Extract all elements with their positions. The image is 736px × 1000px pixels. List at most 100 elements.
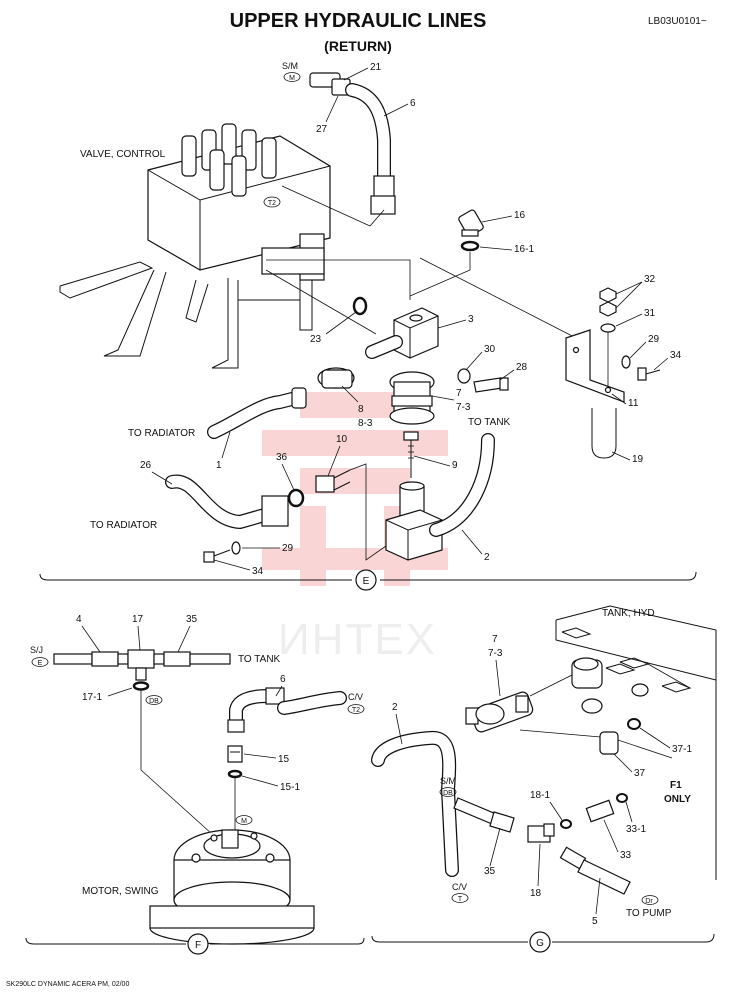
section-g-badge-text: G: [536, 938, 544, 949]
part-30-nut: [457, 368, 471, 384]
callout: 28: [516, 362, 528, 373]
section-f-badge: [187, 933, 209, 955]
part-19-ubolt: [591, 408, 617, 459]
callout: 32: [644, 274, 656, 285]
hose-2-lower: [371, 731, 459, 877]
part-23-oring: [352, 296, 368, 316]
callout: 1: [216, 460, 222, 471]
part-37-plug: [599, 731, 619, 755]
ref-dr-badge: [641, 895, 659, 905]
ref-dr-label: Dr: [645, 898, 653, 905]
callout: 34: [252, 566, 264, 577]
callout: 21: [370, 62, 382, 73]
callout: 8: [358, 404, 364, 415]
callout: 10: [336, 434, 348, 445]
ref-db-text: DB: [149, 698, 159, 705]
ref-t-text: T: [458, 896, 463, 903]
section-g-divider: [371, 933, 715, 943]
ref-sj-label: S/J: [30, 645, 43, 655]
hose-2-upper: [429, 433, 495, 537]
callout: 31: [644, 308, 656, 319]
part-31-washer: [600, 323, 616, 333]
callout: 11: [628, 398, 639, 409]
page-subtitle: (RETURN): [324, 38, 392, 54]
section-g: TANK, HYD C/V T S/M: [371, 605, 717, 953]
part-29-washer-lower: [231, 541, 241, 555]
part-37-1-oring: [627, 718, 641, 730]
callout: 4: [76, 614, 82, 625]
callout: 37: [634, 768, 646, 779]
label-f-to-tank: TO TANK: [238, 654, 281, 665]
part-36-oring: [287, 488, 305, 508]
tank-port-large: [571, 657, 603, 689]
watermark-text: ИНТЕХ: [278, 615, 437, 664]
label-to-pump: TO PUMP: [626, 908, 672, 919]
ref-e-text: E: [38, 660, 43, 667]
control-valve: [59, 123, 331, 369]
label-motor-swing: MOTOR, SWING: [82, 886, 159, 897]
ref-t2-badge-f: [347, 704, 365, 714]
ref-cv-label: C/V: [348, 692, 363, 702]
callout: 7: [456, 388, 462, 399]
ref-sm-label-g: S/M: [440, 776, 456, 786]
callout: 6: [410, 98, 416, 109]
callout: 29: [282, 543, 294, 554]
ref-e-badge: [31, 657, 49, 667]
label-f1: F1: [670, 780, 682, 791]
callouts-g: 7 7-3 2 37-1 37 18-1 33-1 35 18 33 5: [392, 634, 692, 927]
ref-m-text-f: M: [241, 818, 247, 825]
callout: 33-1: [626, 824, 646, 835]
callout: 29: [648, 334, 660, 345]
part-18-1-oring: [560, 819, 572, 829]
ref-t2-text: T2: [268, 200, 276, 207]
callouts-f: 4 17 35 17-1 6 15 15-1: [76, 614, 300, 793]
callout: 7-3: [456, 402, 471, 413]
page-title: UPPER HYDRAULIC LINES: [230, 10, 487, 32]
ref-t-badge: [451, 893, 469, 903]
callout: 18: [530, 888, 542, 899]
callout: 2: [392, 702, 398, 713]
ref-db-badge-g: [439, 787, 457, 797]
callout: 7-3: [488, 648, 503, 659]
ref-db-text-g: DB: [443, 790, 453, 797]
part-33-1-oring: [616, 793, 628, 803]
callout: 36: [276, 452, 288, 463]
serial-number: LB03U0101~: [648, 16, 707, 27]
section-f-badge-text: F: [195, 940, 201, 951]
hose-6-lower: [227, 687, 347, 733]
part-18-elbow: [527, 823, 555, 843]
section-e: S/M M: [39, 61, 697, 591]
callout: 35: [186, 614, 198, 625]
callout: 6: [280, 674, 286, 685]
callout: 5: [592, 916, 598, 927]
footer-model: SK290LC DYNAMIC ACERA PM, 02/00: [6, 981, 129, 988]
part-16-elbow: [458, 209, 484, 237]
part-34-bolt-lower: [203, 549, 231, 563]
label-to-radiator-1: TO RADIATOR: [128, 428, 195, 439]
tank-port-small: [581, 683, 649, 714]
part-34-bolt: [637, 367, 661, 381]
callouts-e: 21 6 27 16 16-1 32 31 29 34 3 23 30 2: [140, 62, 682, 577]
section-e-badge: [355, 569, 377, 591]
callout: 2: [484, 552, 490, 563]
callout: 23: [310, 334, 322, 345]
part-17-1-oring: [132, 681, 150, 691]
line-4-35-assembly: [53, 649, 231, 681]
callout: 34: [670, 350, 682, 361]
label-to-tank: TO TANK: [468, 417, 511, 428]
part-3-block: [365, 307, 439, 359]
callout: 8-3: [358, 418, 373, 429]
hose-5: [559, 846, 631, 895]
callout: 9: [452, 460, 458, 471]
callout: 18-1: [530, 790, 550, 801]
label-tank-hyd: TANK, HYD: [602, 608, 655, 619]
section-f-divider: [25, 937, 365, 945]
part-7-flange-g: [465, 691, 534, 733]
part-15-1-oring: [227, 769, 243, 779]
ref-t2-text-f: T2: [352, 707, 360, 714]
part-9-bolt: [403, 431, 419, 478]
hose-26: [165, 474, 289, 529]
label-valve-control: VALVE, CONTROL: [80, 149, 166, 160]
ref-m-badge: [283, 72, 301, 82]
